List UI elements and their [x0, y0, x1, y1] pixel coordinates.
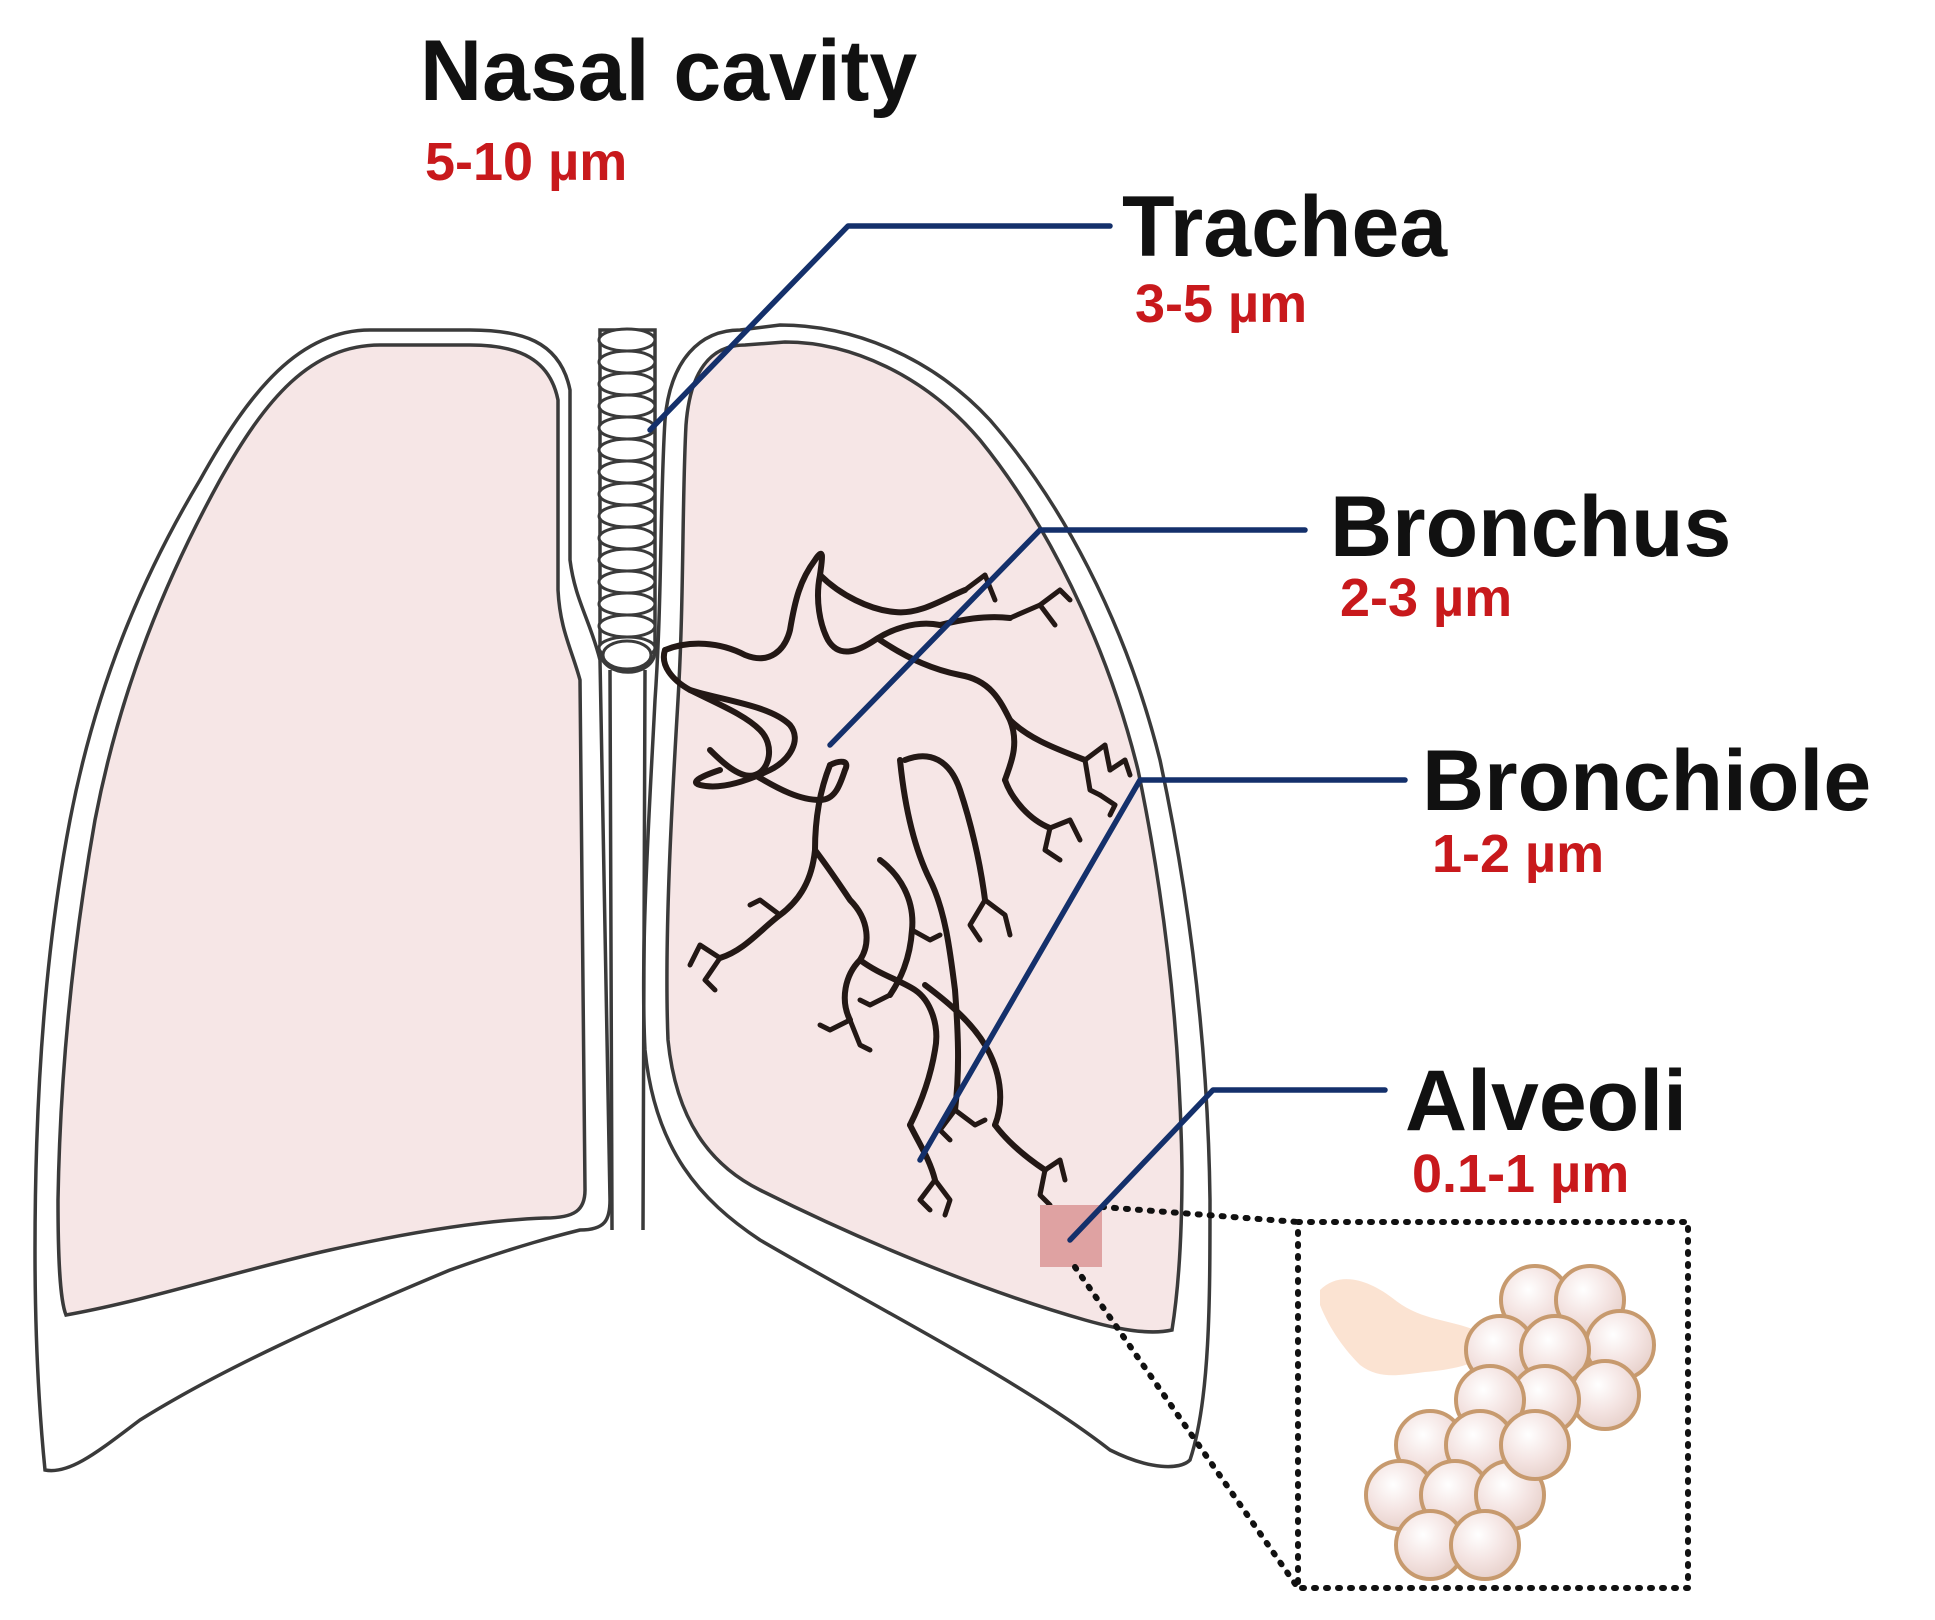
- bronchiole-twig: [982, 897, 1013, 938]
- bronchiole-twig: [1042, 825, 1063, 863]
- bronchiole-twig: [1042, 1157, 1068, 1183]
- nasal-cavity-size: 5-10 µm: [425, 132, 627, 192]
- trachea-ring: [597, 437, 657, 463]
- trachea-ring: [597, 525, 657, 551]
- bronchus-label: Bronchus: [1330, 479, 1731, 575]
- trachea-icon: [597, 327, 657, 1231]
- bronchiole-twig: [909, 927, 943, 943]
- trachea-ring: [597, 393, 657, 419]
- bronchiole-twig: [962, 572, 998, 603]
- bronchiole-twig: [917, 1177, 938, 1213]
- bronchus-size: 2-3 µm: [1340, 568, 1512, 628]
- zoom-connector-top: [1099, 1204, 1301, 1225]
- trachea-ring: [597, 569, 657, 595]
- bronchiole-leader-line: [917, 777, 1408, 1163]
- trachea-ring: [597, 547, 657, 573]
- bronchiole-twig: [1047, 817, 1083, 843]
- bronchiole-twig: [967, 897, 988, 943]
- alveoli-size: 0.1-1 µm: [1412, 1144, 1629, 1204]
- bronchiole-twig: [952, 1107, 988, 1128]
- trachea-ring: [597, 415, 657, 441]
- bronchiole-twig: [857, 992, 893, 1008]
- lung-left-icon: [33, 328, 612, 1473]
- bronchiole-twig: [1082, 742, 1113, 773]
- alveoli-leader-line: [1067, 1087, 1388, 1243]
- trachea-ring: [597, 481, 657, 507]
- bronchiole-twig: [847, 1017, 873, 1053]
- trachea-ring: [597, 591, 657, 617]
- trachea-label: Trachea: [1122, 179, 1448, 275]
- alveolus-sphere: [1569, 1359, 1641, 1431]
- bronchiole-twig: [1037, 1167, 1053, 1208]
- trachea-ring: [597, 349, 657, 375]
- alveoli-cluster-icon: [1320, 1264, 1656, 1581]
- zoom-connector-bottom: [1072, 1264, 1301, 1591]
- bronchiole-size: 1-2 µm: [1432, 824, 1604, 884]
- bronchiole-twig: [702, 955, 723, 993]
- alveoli-zoom-box: [1295, 1219, 1691, 1591]
- trachea-size: 3-5 µm: [1135, 274, 1307, 334]
- bronchus-leader-line: [827, 527, 1308, 748]
- trachea-ring: [597, 371, 657, 397]
- bronchiole-twig: [1107, 757, 1133, 778]
- bronchiole-twig: [1097, 792, 1118, 818]
- bronchiole-twig: [817, 1017, 853, 1033]
- alveolus-sphere: [1499, 1409, 1571, 1481]
- bronchiole-label: Bronchiole: [1422, 733, 1871, 829]
- trachea-ring: [597, 613, 657, 639]
- bronchiole-twig: [932, 1177, 953, 1218]
- bronchiole-twig: [1037, 587, 1073, 608]
- bronchiole-twig: [747, 897, 783, 918]
- trachea-ring: [597, 327, 657, 353]
- alveolus-sphere: [1449, 1509, 1521, 1581]
- trachea-leader-line: [647, 223, 1113, 433]
- lung-right-icon: [641, 323, 1212, 1469]
- trachea-ring: [597, 503, 657, 529]
- bronchiole-twig: [1082, 757, 1103, 798]
- nasal-cavity-label: Nasal cavity: [420, 23, 917, 119]
- alveoli-label: Alveoli: [1405, 1053, 1687, 1149]
- trachea-ring: [601, 639, 653, 671]
- bronchiole-twig: [687, 942, 723, 968]
- trachea-ring: [597, 459, 657, 485]
